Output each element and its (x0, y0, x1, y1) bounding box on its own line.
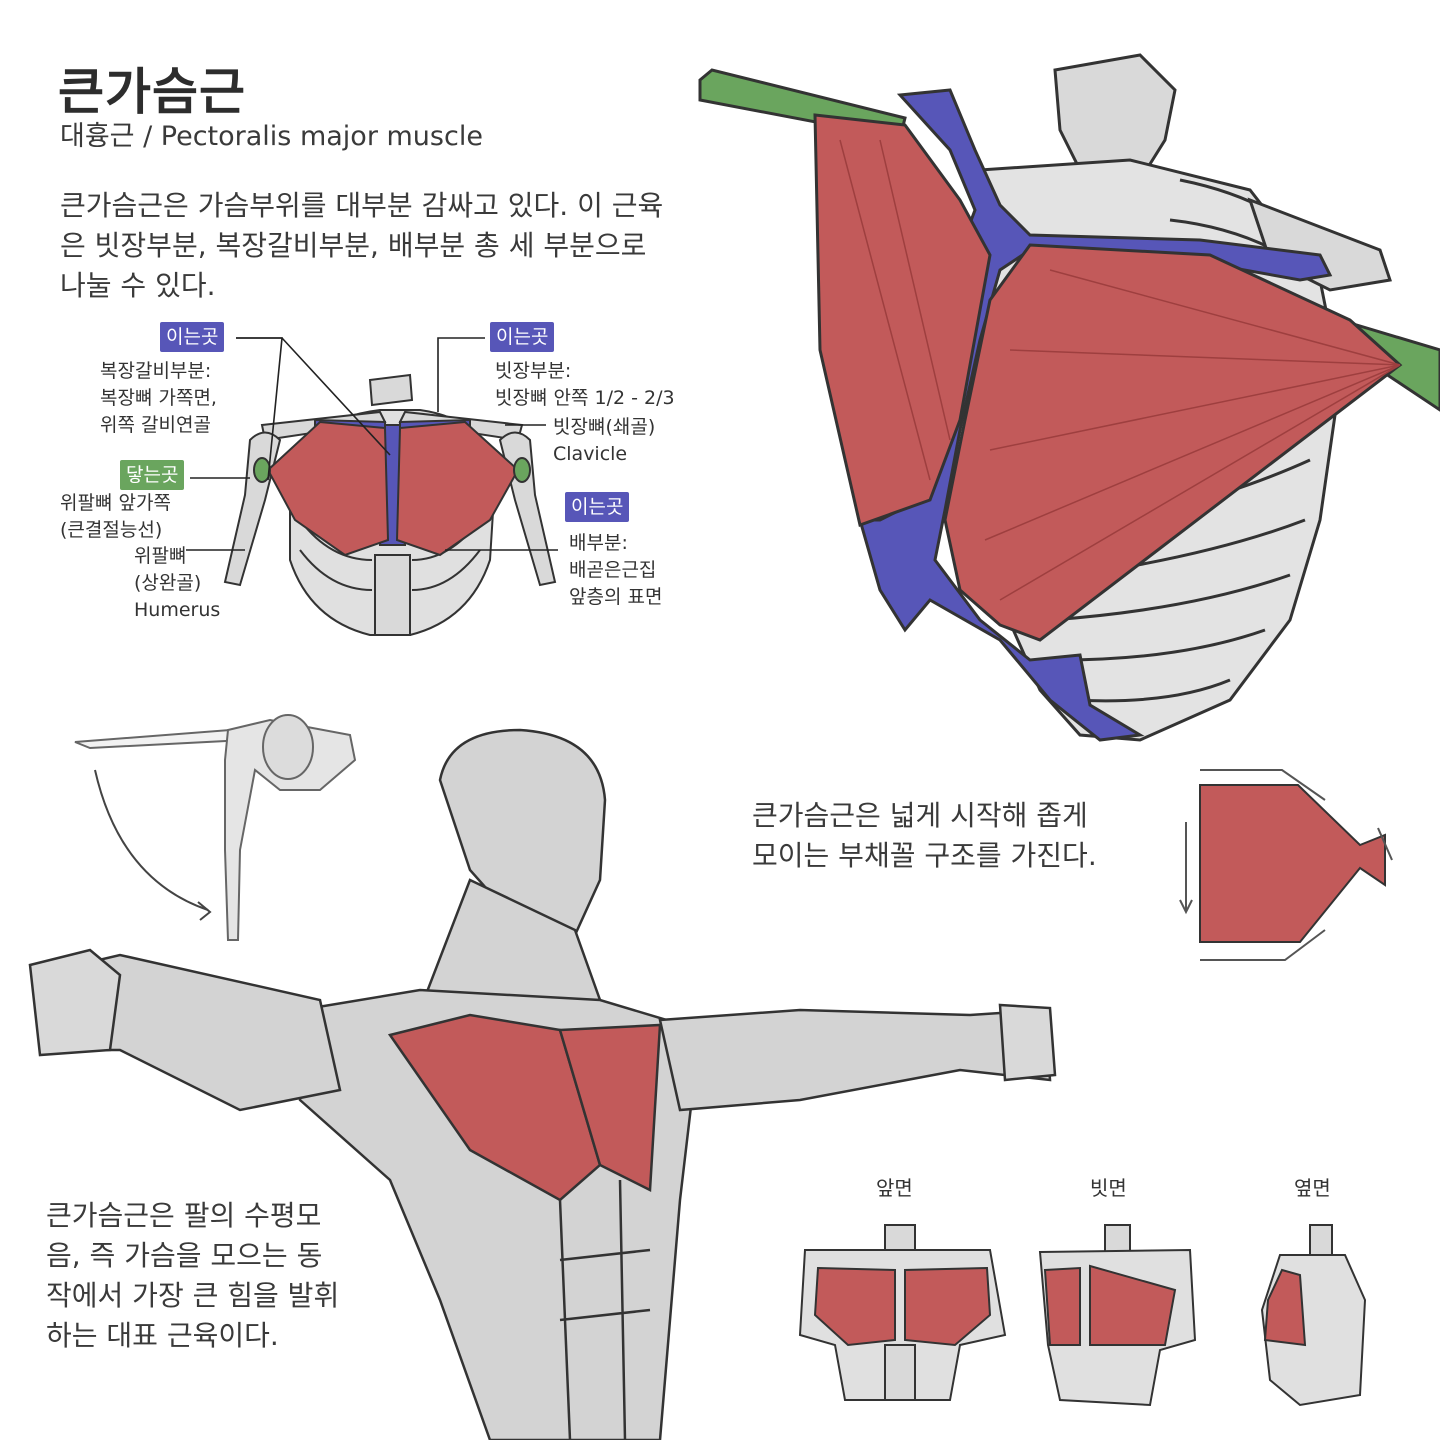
action-paragraph: 큰가슴근은 팔의 수평모 음, 즉 가슴을 모으는 동 작에서 가장 큰 힘을 … (46, 1199, 340, 1352)
abdominal-origin-badge: 이는곳 (565, 492, 630, 522)
fan-paragraph: 큰가슴근은 넓게 시작해 좁게 모이는 부채꼴 구조를 가진다. (752, 799, 1097, 872)
view-oblique-figure (1038, 1224, 1197, 1407)
insertion-badge: 닿는곳 (120, 460, 185, 490)
clavicular-origin-badge: 이는곳 (490, 322, 555, 352)
front-diagram (223, 373, 557, 636)
intro-line: 큰가슴근은 가슴부위를 대부분 감싸고 있다. 이 근육 (60, 189, 664, 222)
arm-motion-sketch (74, 714, 357, 941)
view-oblique-label: 빗면 (1090, 1176, 1127, 1200)
abdominal-label: 배부분: 배곧은근집 앞층의 표면 (569, 532, 663, 608)
intro-line: 나눌 수 있다. (60, 269, 216, 302)
leader-lines (186, 337, 558, 551)
humerus-label: 위팔뼈 (상완골) Humerus (134, 545, 221, 621)
clavicle-label: 빗장뼈(쇄골) Clavicle (553, 416, 656, 465)
clavicular-label: 빗장부분: 빗장뼈 안쪽 1/2 - 2/3 (495, 360, 675, 409)
view-front-label: 앞면 (876, 1176, 913, 1200)
view-front-figure (798, 1224, 1007, 1401)
sternocostal-label: 복장갈비부분: 복장뼈 가쪽면, 위쪽 갈비연골 (100, 360, 217, 436)
intro-paragraph: 큰가슴근은 가슴부위를 대부분 감싸고 있다. 이 근육 은 빗장부분, 복장갈… (60, 186, 700, 306)
page-subtitle: 대흉근 / Pectoralis major muscle (60, 121, 483, 152)
human-figure-illustration (28, 728, 1057, 1440)
large-anatomy-illustration (698, 53, 1440, 742)
insertion-label: 위팔뼈 앞가쪽 (큰결절능선) (60, 492, 171, 541)
view-side-label: 옆면 (1294, 1176, 1331, 1200)
page-title: 큰가슴근 (58, 63, 246, 121)
sternocostal-origin-badge: 이는곳 (160, 322, 225, 352)
intro-line: 은 빗장부분, 복장갈비부분, 배부분 총 세 부분으로 (60, 229, 647, 262)
fan-schematic (1179, 769, 1393, 961)
view-side-figure (1260, 1224, 1367, 1407)
